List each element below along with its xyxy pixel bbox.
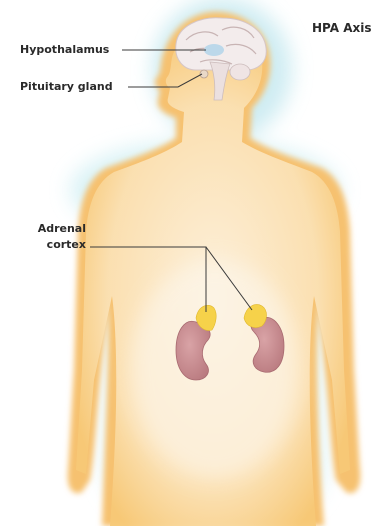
hypothalamus-label: Hypothalamus (20, 43, 109, 57)
adrenal-label-line1: Adrenal (30, 222, 86, 236)
cerebellum (230, 64, 250, 80)
diagram-title: HPA Axis (312, 21, 371, 35)
hypothalamus-icon (204, 44, 224, 56)
pituitary-gland-label: Pituitary gland (20, 80, 113, 94)
adrenal-label-line2: cortex (30, 238, 86, 252)
